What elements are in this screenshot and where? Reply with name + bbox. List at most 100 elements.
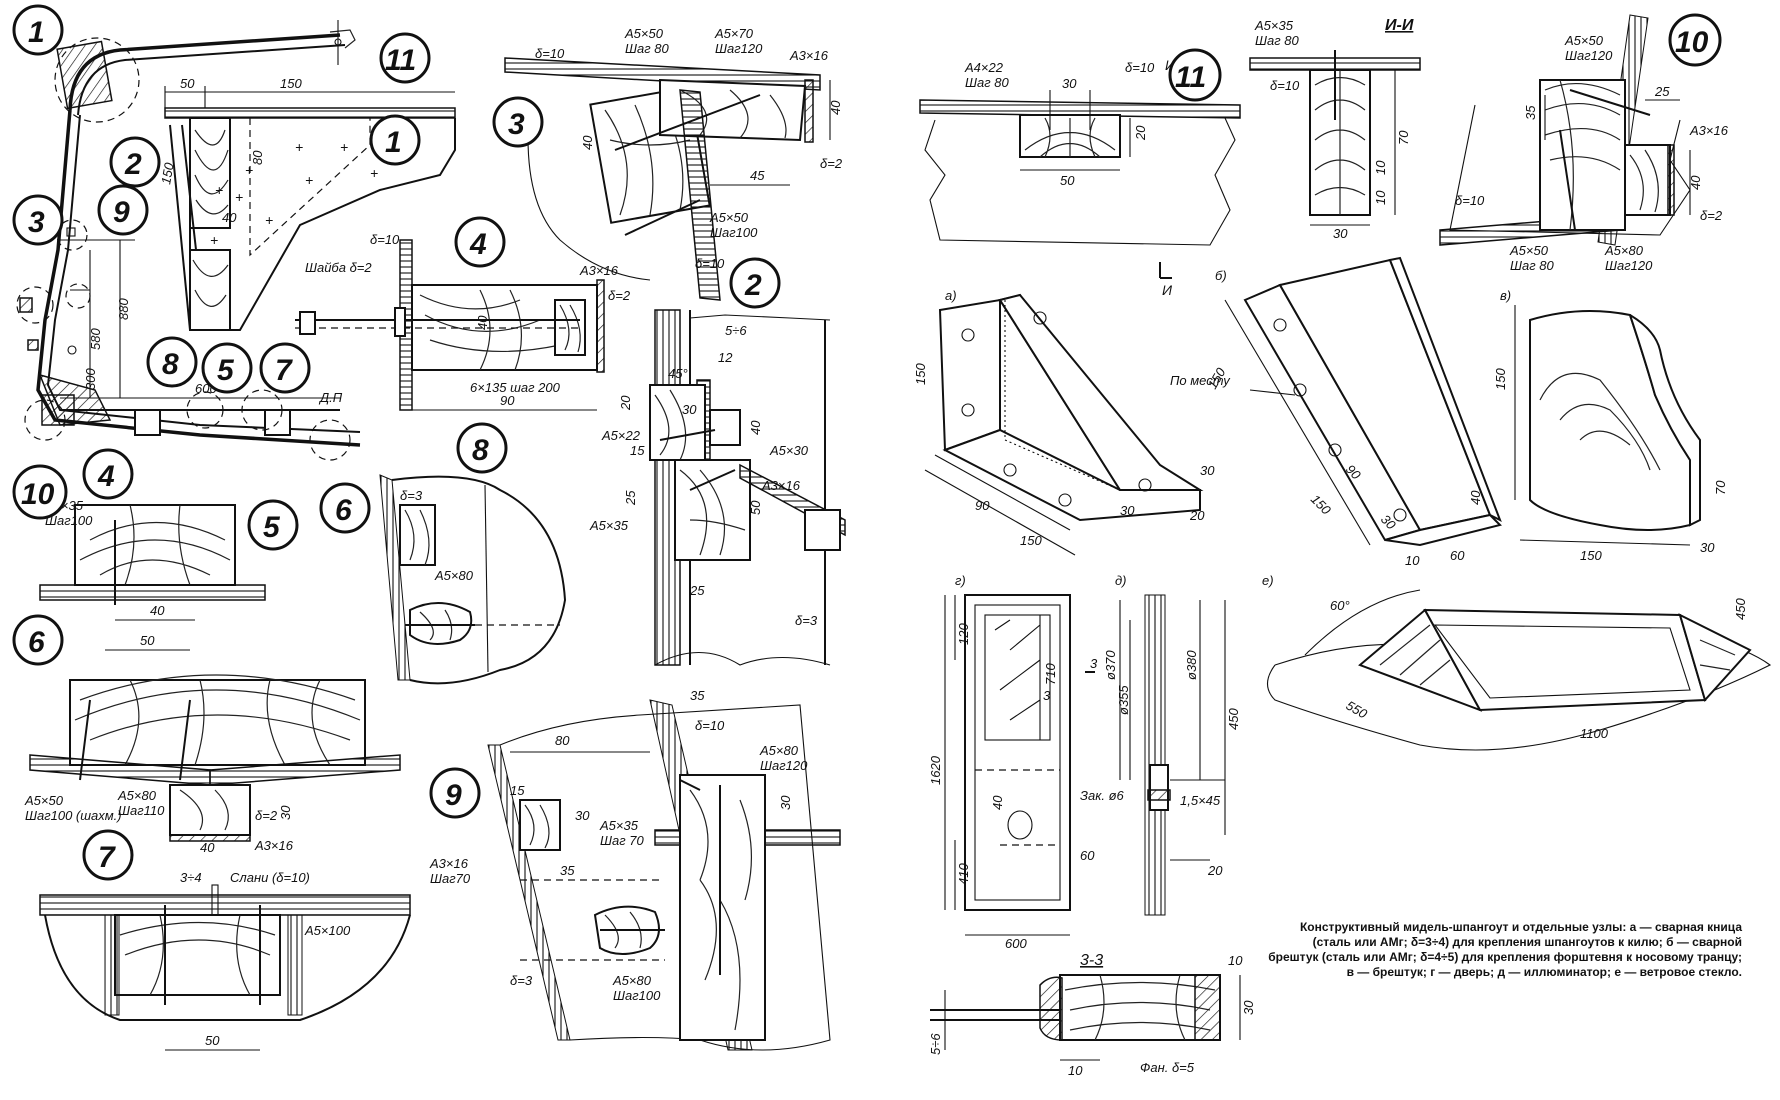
callout-9: 9 bbox=[97, 184, 149, 236]
fastener-step: Шаг120 bbox=[760, 758, 808, 773]
fastener-a5x80-120: А5×80 bbox=[1604, 243, 1644, 258]
dim: 40 bbox=[1468, 490, 1483, 505]
dim: 30 bbox=[575, 808, 590, 823]
dim: 120 bbox=[956, 623, 971, 645]
callout-6: 6 bbox=[319, 482, 371, 534]
dim: 150 bbox=[280, 76, 302, 91]
dim: 450 bbox=[1226, 708, 1241, 730]
detail-10: А5×50 Шаг120 35 25 А3×16 40 δ=2 δ=10 А5×… bbox=[1439, 14, 1729, 273]
dim: 15 bbox=[510, 783, 525, 798]
dim: 25 bbox=[623, 490, 638, 506]
dim: 70 bbox=[1396, 130, 1411, 145]
dim: 10 bbox=[1373, 190, 1388, 205]
dim: 150 bbox=[1493, 368, 1508, 390]
fastener-a3x16: А3×16 bbox=[1689, 123, 1729, 138]
fastener-step: Шаг120 bbox=[715, 41, 763, 56]
dim: 20 bbox=[1189, 508, 1205, 523]
fastener-a3x16-70: А3×16 bbox=[429, 856, 469, 871]
dim: 5÷6 bbox=[725, 323, 747, 338]
thickness-d3: δ=3 bbox=[510, 973, 533, 988]
detail-9: 80 15 30 35 35 30 δ=10 А3×16 Шаг70 δ=3 А… bbox=[429, 688, 841, 1051]
svg-text:4: 4 bbox=[97, 460, 115, 493]
dim: 600 bbox=[1005, 936, 1027, 951]
dim: 40 bbox=[200, 840, 215, 855]
dim: 40 bbox=[580, 135, 595, 150]
fastener-step: Шаг100 bbox=[613, 988, 661, 1003]
svg-text:+: + bbox=[305, 172, 313, 188]
dim: 60 bbox=[1450, 548, 1465, 563]
bolt-label: 6×135 шаг 200 bbox=[470, 380, 561, 395]
fastener-step: Шаг70 bbox=[430, 871, 471, 886]
dim: 40 bbox=[828, 100, 843, 115]
svg-text:2: 2 bbox=[744, 269, 762, 302]
dim: ø370 bbox=[1103, 650, 1118, 680]
fastener-step: Шаг 80 bbox=[1510, 258, 1554, 273]
svg-text:4: 4 bbox=[469, 228, 487, 261]
dim: 30 bbox=[1120, 503, 1135, 518]
veneer-label: Фан. δ=5 bbox=[1140, 1060, 1195, 1075]
figure-caption: Конструктивный мидель-шпангоут и отдельн… bbox=[1268, 920, 1742, 979]
dim: 30 bbox=[682, 402, 697, 417]
dim: 30 bbox=[1241, 1000, 1256, 1015]
thickness-d10: δ=10 bbox=[695, 256, 725, 271]
dim: 150 bbox=[1308, 492, 1334, 518]
fastener-step: Шаг100 bbox=[710, 225, 758, 240]
callout-8b: 8 bbox=[456, 422, 508, 474]
dim: 150 bbox=[158, 161, 177, 186]
detail-7: 3÷4 Слани (δ=10) А5×100 50 bbox=[39, 870, 411, 1051]
subfigure-b-breasthook: б) По месту 150 150 90 30 40 10 60 bbox=[1170, 256, 1502, 568]
callout-7: 7 bbox=[259, 342, 311, 394]
dim: 45 bbox=[750, 168, 765, 183]
dim: 80 bbox=[250, 150, 265, 165]
dim: 1620 bbox=[928, 755, 943, 785]
fastener-a3x16: А3×16 bbox=[579, 263, 619, 278]
dim: 50 bbox=[205, 1033, 220, 1048]
section-ii-title: И-И bbox=[1385, 17, 1414, 34]
dim: 3 bbox=[1043, 688, 1051, 703]
callouts: 1 11 1 2 9 3 8 5 7 10 4 6 5 6 7 3 4 2 8 … bbox=[12, 4, 1722, 881]
fastener-a4x22: А4×22 bbox=[964, 60, 1004, 75]
fastener-a5x35: А5×35 bbox=[589, 518, 629, 533]
subfig-label-d: д) bbox=[1115, 573, 1127, 588]
dim: 90 bbox=[500, 393, 515, 408]
callout-2b: 2 bbox=[729, 257, 781, 309]
dim: 150 bbox=[913, 363, 928, 385]
callout-1b: 1 bbox=[369, 114, 421, 166]
dim: 30 bbox=[1700, 540, 1715, 555]
svg-text:11: 11 bbox=[385, 44, 416, 77]
dim: 25 bbox=[1654, 84, 1670, 99]
subfigure-d-porthole: д) ø370 ø355 ø380 450 1,5×45 20 Зак. ø6 … bbox=[1080, 573, 1241, 916]
dim: 10 bbox=[1228, 953, 1243, 968]
fastener-step: Шаг110 bbox=[118, 803, 165, 818]
callout-6b: 6 bbox=[12, 614, 64, 666]
svg-text:6: 6 bbox=[335, 494, 352, 527]
detail-6: 50 30 40 δ=2 А5×50 Шаг100 (шахм.) А5×80 … bbox=[24, 633, 401, 855]
dim: 80 bbox=[555, 733, 570, 748]
callout-9b: 9 bbox=[429, 767, 481, 819]
dim: 30 bbox=[1200, 463, 1215, 478]
fastener-step: Шаг100 (шахм.) bbox=[25, 808, 122, 823]
fastener-a5x35-70: А5×35 bbox=[599, 818, 639, 833]
dim: 40 bbox=[150, 603, 165, 618]
svg-text:1: 1 bbox=[28, 16, 45, 49]
svg-text:+: + bbox=[215, 182, 223, 198]
callout-11b: 11 bbox=[1168, 48, 1222, 102]
dim: 45° bbox=[668, 366, 688, 381]
po-mestu-label: По месту bbox=[1170, 373, 1231, 388]
svg-text:8: 8 bbox=[472, 434, 489, 467]
callout-1: 1 bbox=[12, 4, 64, 56]
callout-10: 10 bbox=[12, 464, 68, 520]
thickness-d10: δ=10 bbox=[535, 46, 565, 61]
svg-text:5: 5 bbox=[217, 354, 235, 387]
svg-text:9: 9 bbox=[445, 779, 462, 812]
svg-text:7: 7 bbox=[275, 354, 293, 387]
porthole-screw-label: Зак. ø6 bbox=[1080, 788, 1125, 803]
fastener-a3x16: А3×16 bbox=[761, 478, 801, 493]
section-33-title: 3-3 bbox=[1080, 952, 1103, 969]
svg-text:+: + bbox=[245, 162, 253, 178]
dim: 40 bbox=[748, 420, 763, 435]
svg-text:+: + bbox=[235, 189, 243, 205]
dim: 20 bbox=[1133, 125, 1148, 141]
svg-text:+: + bbox=[370, 165, 378, 181]
